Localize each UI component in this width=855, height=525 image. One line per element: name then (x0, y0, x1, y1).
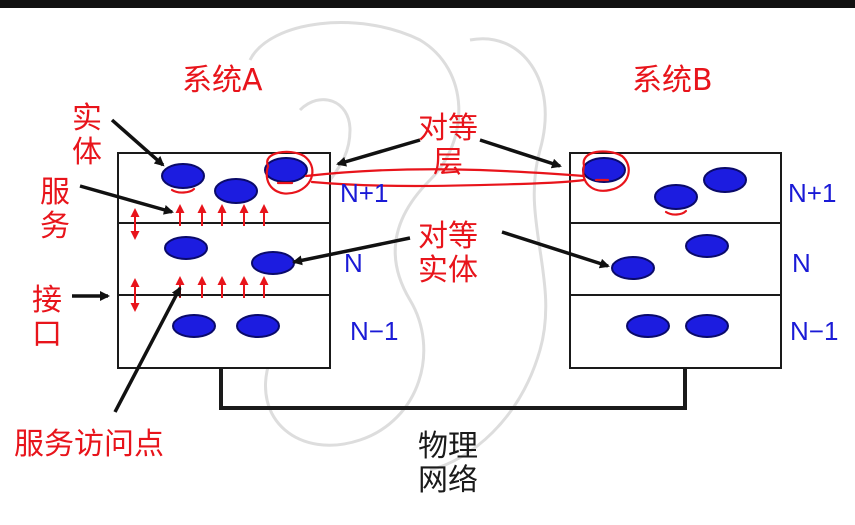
system-b-title: 系统B (632, 63, 713, 98)
label-peer-entity: 对等实体 (418, 219, 478, 288)
entity-a-n1-1 (161, 163, 205, 189)
label-entity: 实体 (72, 101, 102, 170)
layer-label-a-n-plus-1: N+1 (340, 178, 389, 208)
entity-b-n-minus-1-2 (685, 314, 729, 338)
arrow-entity (110, 118, 165, 167)
label-physical-network: 物理网络 (418, 429, 478, 498)
entity-b-n-2 (611, 256, 655, 280)
layer-label-b-n-minus-1: N−1 (790, 316, 839, 346)
system-b-entities (582, 157, 747, 338)
arrow-sap (113, 286, 182, 413)
entity-a-n-minus-1-1 (172, 314, 216, 338)
peer-link-curve (304, 168, 586, 178)
circle-annotation-b (582, 150, 630, 192)
hand-annotations (170, 150, 688, 216)
label-service: 服务 (40, 175, 70, 244)
entity-b-n1-3 (703, 167, 747, 193)
layer-label-a-n: N (344, 248, 363, 278)
pointer-arrows (72, 118, 610, 413)
arrow-peer-layer-b (479, 138, 562, 169)
cropped-title-strip (0, 0, 855, 8)
label-peer-layer: 对等层 (418, 111, 478, 180)
entity-b-n-minus-1-1 (626, 314, 670, 338)
arrow-peer-layer-a (336, 138, 421, 167)
system-a-entities (161, 157, 308, 338)
arrow-peer-entity-b (501, 230, 610, 269)
arrow-service (79, 184, 174, 215)
layer-label-b-n-plus-1: N+1 (788, 178, 837, 208)
entity-b-n1-1 (582, 157, 626, 183)
service-arrows-upper (175, 204, 269, 226)
physical-network-line (219, 368, 687, 410)
entity-a-n-2 (251, 251, 295, 275)
entity-a-n1-3 (264, 157, 308, 183)
system-a-title: 系统A (182, 63, 263, 98)
entity-b-n-1 (685, 234, 729, 258)
entity-a-n1-2 (214, 178, 258, 204)
layer-label-a-n-minus-1: N−1 (350, 316, 399, 346)
label-service-access-point: 服务访问点 (14, 427, 164, 462)
entity-a-n-minus-1-2 (236, 314, 280, 338)
entity-a-n-1 (164, 236, 208, 260)
arrow-peer-entity-a (292, 236, 411, 266)
label-interface: 接口 (32, 283, 62, 352)
layer-label-b-n: N (792, 248, 811, 278)
entity-b-n1-2 (654, 184, 698, 210)
